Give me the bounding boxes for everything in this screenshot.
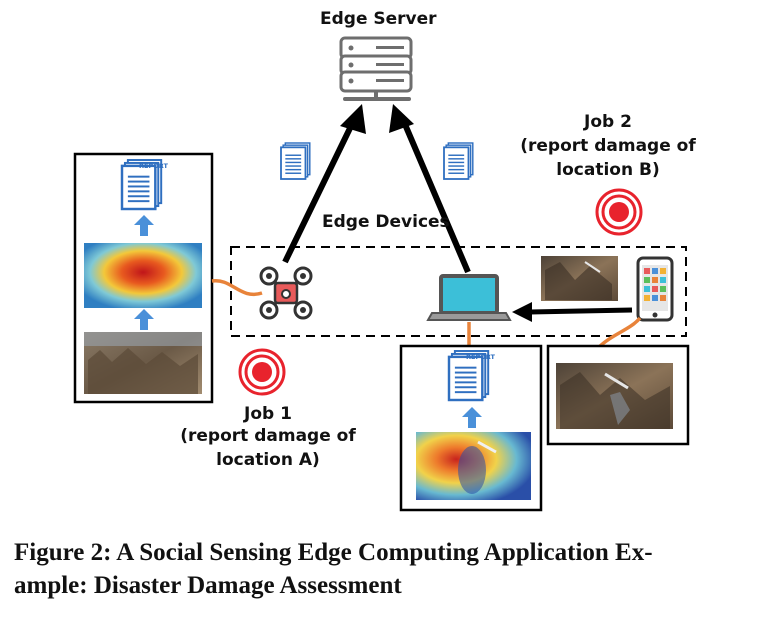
- connector-line: [211, 279, 263, 297]
- rubble-photo: [541, 256, 618, 301]
- up-arrow-icon: [462, 407, 482, 428]
- forward-arrow: [512, 302, 633, 322]
- figure-caption: Figure 2: A Social Sensing Edge Computin…: [14, 536, 754, 602]
- caption-line-2: ample: Disaster Damage Assessment: [14, 572, 402, 599]
- job2-desc-line1: (report damage of: [520, 136, 696, 156]
- report-icon: [443, 142, 474, 180]
- caption-line-1: Figure 2: A Social Sensing Edge Computin…: [14, 539, 653, 566]
- upload-arrow-drone: [282, 104, 366, 264]
- target-icon: [238, 348, 286, 396]
- report-icon: [280, 142, 311, 180]
- job1-desc-line2: location A): [216, 450, 320, 470]
- rubble-photo: [556, 363, 673, 429]
- phone-icon: [636, 256, 674, 322]
- rubble-photo: [84, 332, 202, 394]
- connector-line: [596, 316, 642, 350]
- drone-icon: [259, 266, 313, 320]
- job1-title: Job 1: [244, 404, 292, 424]
- edge-devices-label: Edge Devices: [322, 212, 450, 232]
- job2-desc-line2: location B): [556, 160, 660, 180]
- laptop-icon: [426, 274, 512, 321]
- up-arrow-icon: [134, 309, 154, 330]
- up-arrow-icon: [134, 215, 154, 236]
- report-icon-label: REPORT: [466, 353, 495, 361]
- heatmap-image: [416, 432, 531, 500]
- report-icon-label: REPORT: [139, 162, 168, 170]
- job2-title: Job 2: [584, 112, 632, 132]
- edge-devices-box: [230, 246, 687, 337]
- heatmap-image: [84, 243, 202, 308]
- server-icon: [339, 36, 413, 101]
- target-icon: [595, 188, 643, 236]
- server-label: Edge Server: [320, 9, 437, 29]
- job1-desc-line1: (report damage of: [180, 426, 356, 446]
